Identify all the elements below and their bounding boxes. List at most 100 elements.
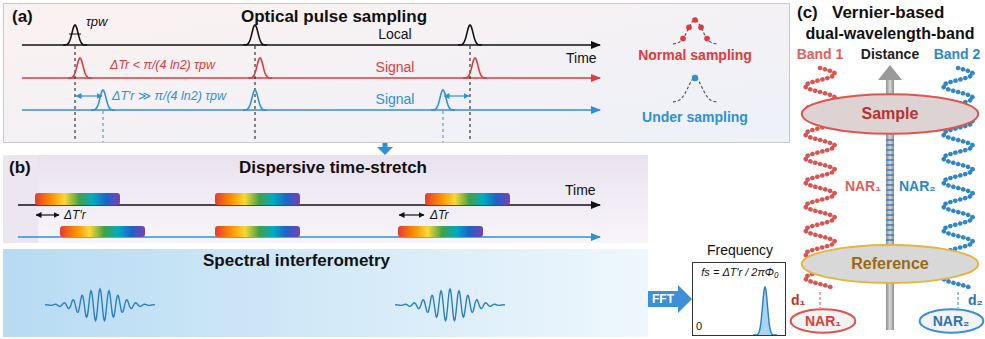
width-mark (69, 34, 81, 35)
diagram-label: NAR₁ (845, 178, 881, 195)
node-text: 0 (696, 320, 702, 333)
illustration-part (75, 46, 76, 142)
optical-pulse (63, 25, 87, 45)
scale-tick (886, 144, 894, 146)
node-text: Optical pulse sampling (241, 7, 427, 27)
guide-lines (75, 46, 470, 142)
node-text: Reference (848, 254, 931, 273)
time-axis (22, 77, 600, 79)
node-text: (a) (12, 7, 33, 27)
stretched-pulse (215, 226, 300, 237)
scale-tick (886, 239, 894, 241)
stretched-pulse (425, 193, 510, 205)
optical-pulse (91, 90, 115, 110)
node-text: Dispersive time-stretch (239, 158, 427, 178)
node-text: Sample (859, 104, 922, 123)
node-text: (b) (9, 158, 31, 178)
optical-pulse (243, 90, 267, 110)
sample-dot (680, 36, 686, 42)
optical-pulse (243, 25, 267, 45)
band-ground (38, 155, 648, 243)
sample-dot (704, 36, 710, 42)
ellipse-outline (802, 94, 978, 134)
nar-ellipse: NAR₂ (919, 308, 984, 334)
diagram-label: ΔTr (430, 208, 449, 222)
diagram-label: Band 2 (934, 46, 981, 63)
panel-box: (b) Dispersive time-stretchSpectral inter… (3, 155, 648, 337)
node-text: NAR₁ (802, 313, 844, 330)
diagram-label: Signal (376, 59, 415, 76)
illustration-part (255, 46, 256, 142)
edge-label: FFT (651, 292, 675, 306)
reference-plane: Reference (800, 243, 980, 285)
stretched-pulse (35, 193, 120, 205)
scale-tick (886, 209, 894, 211)
diagram-label: ΔT′r (64, 208, 86, 222)
sample-dot (692, 17, 698, 23)
scale-tick (886, 139, 894, 141)
illustration-part (470, 46, 471, 142)
diagram-label: Under sampling (642, 109, 748, 126)
sampling-icon (673, 78, 717, 102)
diagram-label: Local (378, 26, 411, 43)
nar-ellipse: NAR₁ (790, 308, 856, 334)
stage-band: Dispersive time-stretch (38, 155, 648, 243)
diagram-label: Time (565, 182, 596, 199)
scale-tick (886, 199, 894, 201)
sample-dot (698, 25, 704, 31)
scale-tick (886, 214, 894, 216)
scale-tick (886, 174, 894, 176)
interval-arrow (36, 214, 59, 215)
diagram-label: d₂ (968, 292, 983, 309)
sample-dot (692, 75, 698, 81)
stretched-pulse (215, 193, 300, 205)
illustration-part (103, 111, 104, 142)
band-ground (3, 249, 648, 337)
diagram-label: d₁ (791, 292, 805, 309)
diagram-label: NAR₂ (899, 178, 936, 195)
diagram-label: ΔTr < π/(4 ln2) τpw (110, 58, 215, 73)
ellipse-outline (919, 309, 983, 332)
scale-tick (886, 154, 894, 156)
optical-pulse (431, 90, 455, 110)
distance-arrowhead (878, 65, 902, 80)
ellipse-outline (802, 245, 978, 283)
panel-ground (3, 3, 790, 143)
interval-arrow (399, 214, 424, 215)
diagram-label: Normal sampling (638, 47, 752, 64)
node-text: fs = ΔT′r / 2πΦ₀ (701, 266, 778, 279)
node-text: NAR₂ (930, 313, 973, 330)
diagram-label: Signal (376, 91, 415, 108)
optical-pulse (458, 25, 482, 45)
diagram-label: Vernier-based (832, 3, 944, 23)
ellipse-outline (791, 309, 856, 332)
scale-tick (886, 159, 894, 161)
diagram-label: ΔT′r ≫ π/(4 ln2) τpw (112, 89, 226, 104)
scale-tick (886, 204, 894, 206)
projection-line (958, 292, 959, 308)
time-axis (22, 44, 600, 46)
interval-arrow (444, 95, 469, 96)
scale-tick (886, 219, 894, 221)
stretched-pulse (60, 226, 145, 237)
stage-band: Spectral interferometry (3, 249, 648, 337)
stretched-pulse (398, 226, 483, 237)
time-axis (22, 109, 600, 111)
illustration-group (35, 17, 973, 335)
spectrum-peak (753, 287, 777, 335)
diagram-label: Band 1 (797, 46, 844, 63)
optical-pulse (463, 58, 487, 78)
sample-plane: Sample (800, 92, 980, 136)
scale-tick (886, 224, 894, 226)
node-text: Frequency (707, 242, 773, 259)
diagram-label: Distance (861, 46, 919, 63)
interference-packet (395, 289, 505, 321)
scale-tick (886, 149, 894, 151)
diagram-label: τpw (86, 14, 107, 30)
scale-tick (886, 164, 894, 166)
illustration-part (443, 111, 444, 142)
scale-tick (886, 229, 894, 231)
diagram-label: Time (566, 50, 597, 67)
scale-tick (886, 179, 894, 181)
